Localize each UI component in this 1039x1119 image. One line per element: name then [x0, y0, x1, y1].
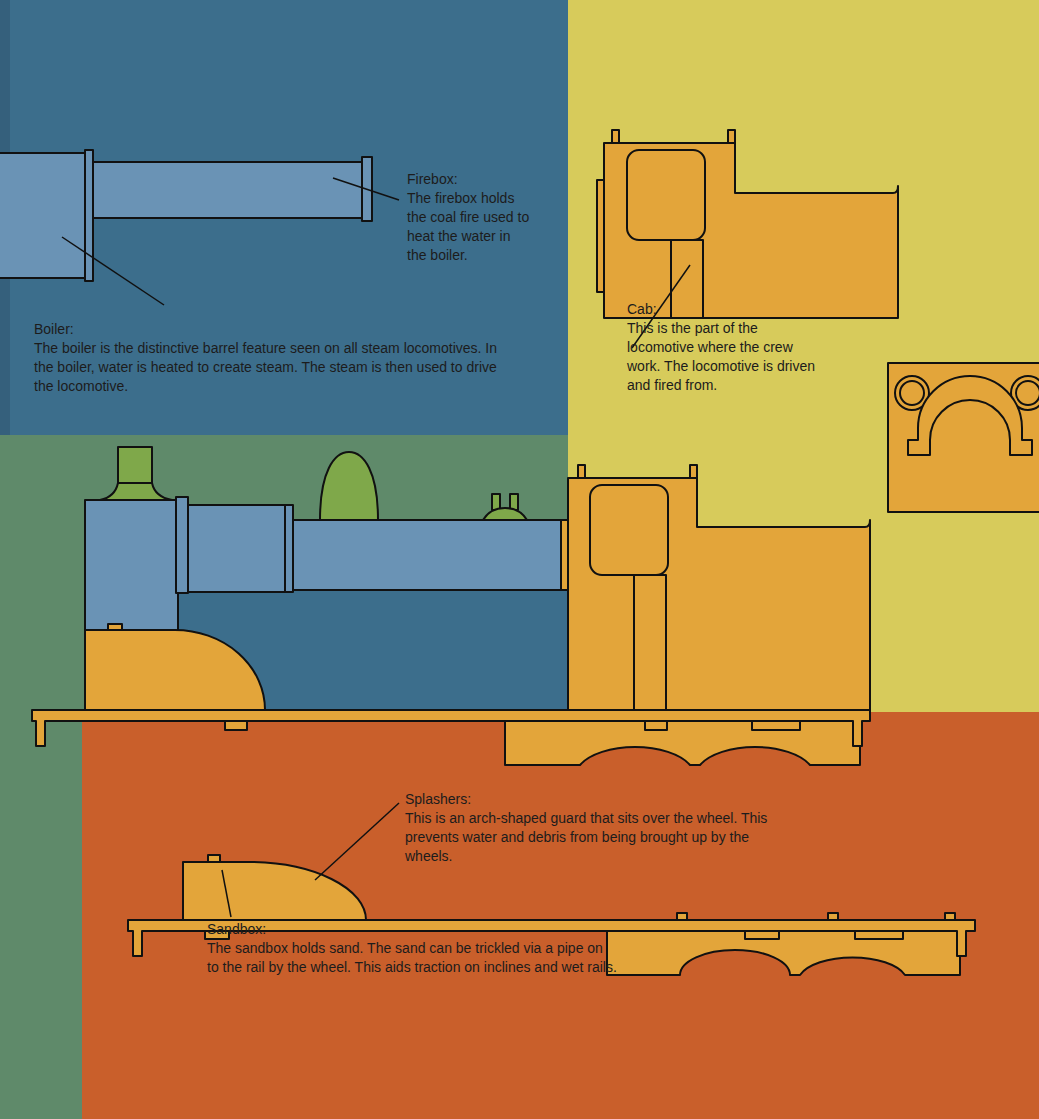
background	[0, 0, 568, 435]
description-text: The sandbox holds sand. The sand can be …	[207, 939, 617, 977]
frame-drawing	[128, 855, 975, 975]
background	[82, 712, 1039, 1119]
leader-line	[222, 870, 231, 917]
part-name: Firebox:	[407, 170, 532, 189]
description-text: The firebox holds the coal fire used to …	[407, 189, 532, 265]
description-text: This is the part of the locomotive where…	[627, 319, 827, 395]
part-name: Sandbox:	[207, 920, 357, 939]
locomotive-drawing	[32, 447, 870, 765]
cab-front-drawing	[888, 363, 1039, 512]
leader-lines	[62, 178, 690, 917]
boiler-drawing	[0, 150, 372, 281]
background	[0, 435, 568, 720]
leader-line	[315, 803, 399, 880]
description-text: This is an arch-shaped guard that sits o…	[405, 809, 785, 866]
leader-line	[62, 237, 164, 305]
description-text: The boiler is the distinctive barrel fea…	[34, 339, 504, 396]
background	[0, 720, 82, 1119]
part-name: Cab:	[627, 300, 737, 319]
leader-line	[333, 178, 399, 200]
background	[568, 0, 1039, 720]
part-name: Splashers:	[405, 790, 555, 809]
cab-drawing	[597, 130, 898, 318]
part-name: Boiler:	[34, 320, 144, 339]
